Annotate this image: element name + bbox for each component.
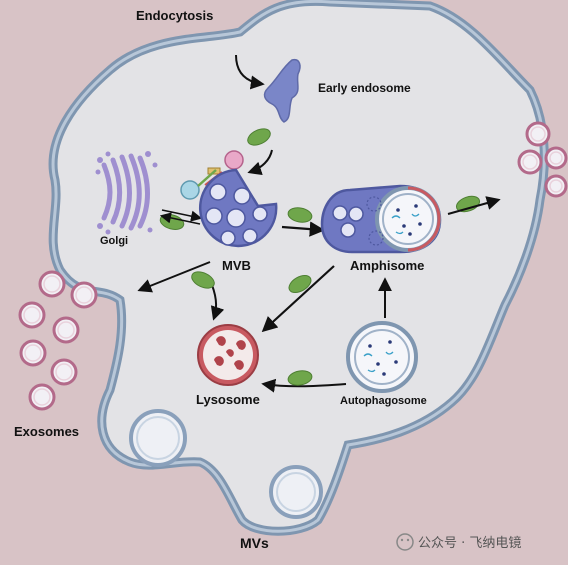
endocytosis-arrow: [235, 54, 265, 90]
cargo-icon: [288, 274, 312, 294]
exosomes-right: [517, 121, 568, 198]
watermark: 公众号 · 飞纳电镜: [396, 533, 521, 551]
golgi-label: Golgi: [100, 235, 128, 247]
autophagosome-label: Autophagosome: [340, 395, 427, 407]
amphisome-label: Amphisome: [350, 258, 424, 273]
cargo-icon: [287, 207, 313, 223]
golgi-to-mvb-arrow: [161, 209, 203, 222]
mvb: [199, 168, 278, 248]
autophagosome-to-lysosome-arrow: [261, 378, 347, 393]
amphisome-to-lysosome-arrow: [261, 265, 335, 333]
exosomes-label: Exosomes: [14, 424, 79, 439]
endocytosis-label: Endocytosis: [136, 8, 213, 23]
cargo-icon: [191, 271, 215, 289]
cargo-icon: [287, 370, 313, 386]
lysosome-label: Lysosome: [196, 392, 260, 407]
mvb-to-exosomes-arrow: [137, 261, 211, 293]
early-endosome-shape: [263, 58, 301, 123]
cell-membrane-inner: [51, 0, 546, 533]
endosome-to-mvb-arrow: [247, 149, 273, 176]
mvb-label: MVB: [222, 258, 251, 273]
exosomes-inner: [23, 275, 93, 406]
watermark-text: 公众号 · 飞纳电镜: [418, 536, 521, 551]
microvesicles: [129, 409, 323, 519]
amphisome-to-release-arrow: [447, 196, 501, 215]
early-endosome-label: Early endosome: [318, 81, 411, 95]
mvs-label: MVs: [240, 535, 269, 551]
mvb-to-amphisome-arrow: [281, 221, 326, 237]
lysosome: [197, 324, 259, 386]
golgi-icon: [101, 153, 150, 231]
amphisome: [320, 184, 442, 254]
autophagosome: [346, 321, 418, 393]
cargo-icon: [247, 128, 271, 146]
cargo-icon: [455, 195, 481, 213]
golgi-vesicles: [95, 151, 158, 235]
mvb-to-golgi-arrow: [159, 212, 201, 225]
